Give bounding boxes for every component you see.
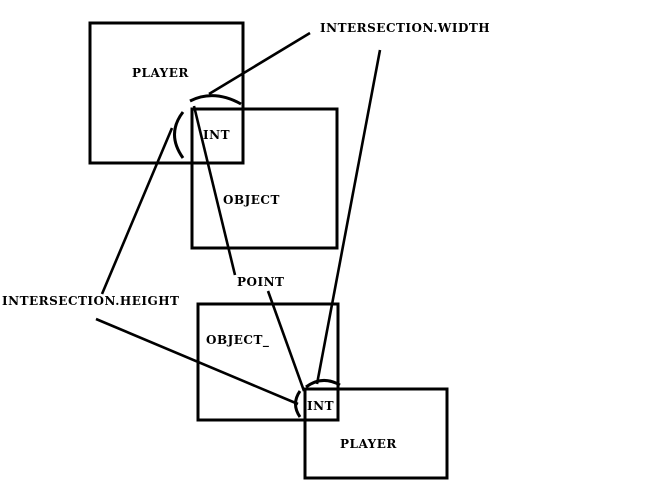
intersection-width-label: INTERSECTION.WIDTH	[320, 21, 491, 35]
player-label-bottom: PLAYER	[340, 437, 397, 451]
player-box-bottom	[303, 387, 449, 480]
player-box-top	[88, 21, 245, 165]
object-label-top: OBJECT	[223, 193, 280, 207]
width-leader-top	[208, 31, 311, 96]
intersection-height-label: INTERSECTION.HEIGHT	[2, 294, 180, 308]
player-label-top: PLAYER	[132, 66, 189, 80]
object-box-top	[190, 107, 339, 250]
int-label-top: INT	[203, 128, 231, 142]
point-leader-bottom	[266, 290, 306, 392]
height-leader-top	[100, 127, 174, 295]
width-arc-top	[189, 94, 242, 106]
object-label-bottom: OBJECT_	[206, 333, 270, 347]
width-leader-bottom	[315, 49, 382, 385]
point-leader-top	[192, 105, 237, 276]
width-arc-bottom	[305, 379, 341, 389]
height-arc-top	[173, 111, 185, 159]
height-leader-bottom	[95, 317, 299, 406]
point-label: POINT	[237, 275, 285, 289]
int-label-bottom: INT	[307, 399, 335, 413]
